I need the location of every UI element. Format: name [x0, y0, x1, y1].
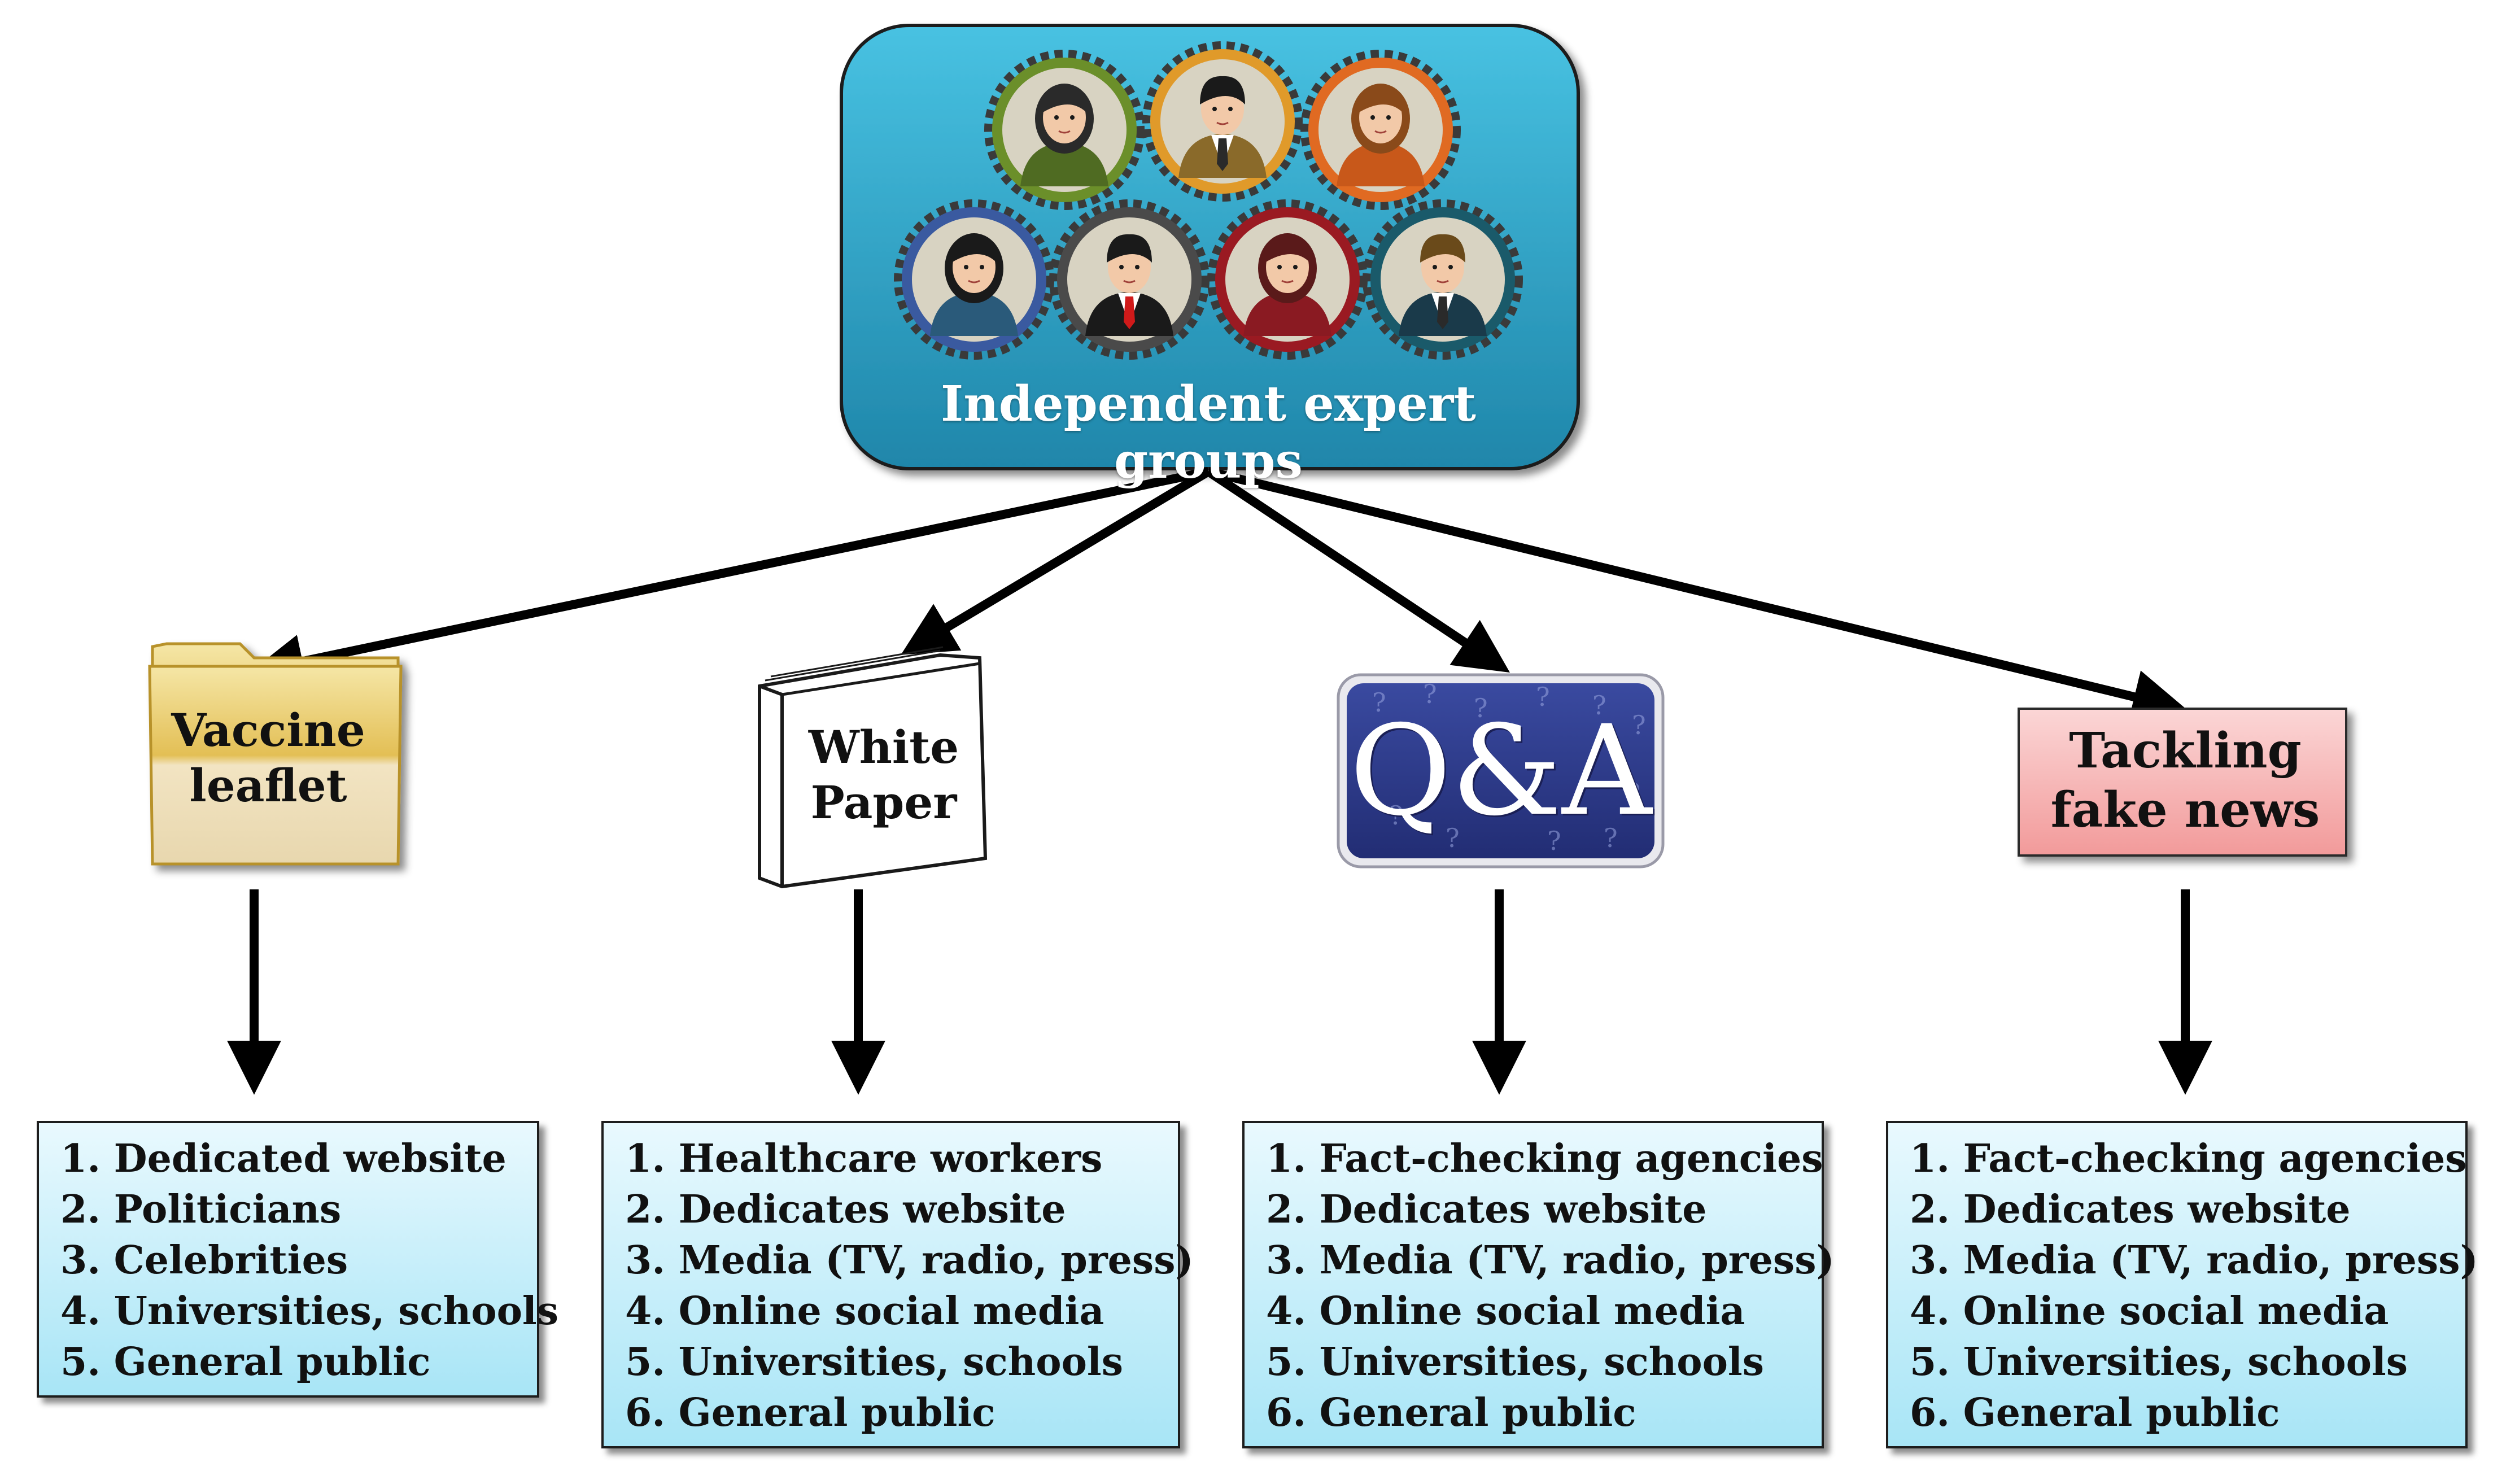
svg-text:?: ?	[1547, 826, 1561, 856]
expert-avatars	[894, 41, 1523, 360]
hub-node	[840, 24, 1580, 470]
avatar-man-1	[1142, 41, 1303, 202]
svg-text:?: ?	[1372, 687, 1386, 718]
qa-badge-icon: ??? ??? ??? ???	[1337, 673, 1665, 868]
svg-text:?: ?	[1474, 693, 1488, 723]
avatar-woman-1	[984, 50, 1145, 210]
connectors	[227, 467, 2212, 1095]
svg-text:?: ?	[1632, 710, 1646, 740]
svg-text:?: ?	[1389, 800, 1403, 831]
avatar-man-2	[1049, 199, 1210, 360]
svg-text:?: ?	[1604, 823, 1618, 853]
avatar-man-3	[1363, 199, 1523, 360]
svg-text:?: ?	[1536, 682, 1550, 712]
avatar-woman-3	[894, 199, 1054, 360]
arrow-to-white-paper	[901, 468, 1211, 655]
svg-text:?: ?	[1423, 679, 1437, 709]
folder-icon	[148, 642, 403, 866]
arrow-to-fake-news	[1207, 467, 2187, 723]
book-icon	[758, 646, 988, 889]
avatar-woman-4	[1207, 199, 1368, 360]
svg-text:?: ?	[1592, 690, 1606, 721]
avatar-woman-2	[1300, 50, 1461, 210]
svg-text:?: ?	[1446, 823, 1460, 853]
svg-text:?: ?	[1626, 778, 1640, 808]
fake-news-box	[2018, 708, 2347, 857]
arrow-to-leaflet	[249, 467, 1210, 688]
arrow-to-qa	[1206, 468, 1510, 673]
svg-text:?: ?	[1361, 744, 1375, 774]
